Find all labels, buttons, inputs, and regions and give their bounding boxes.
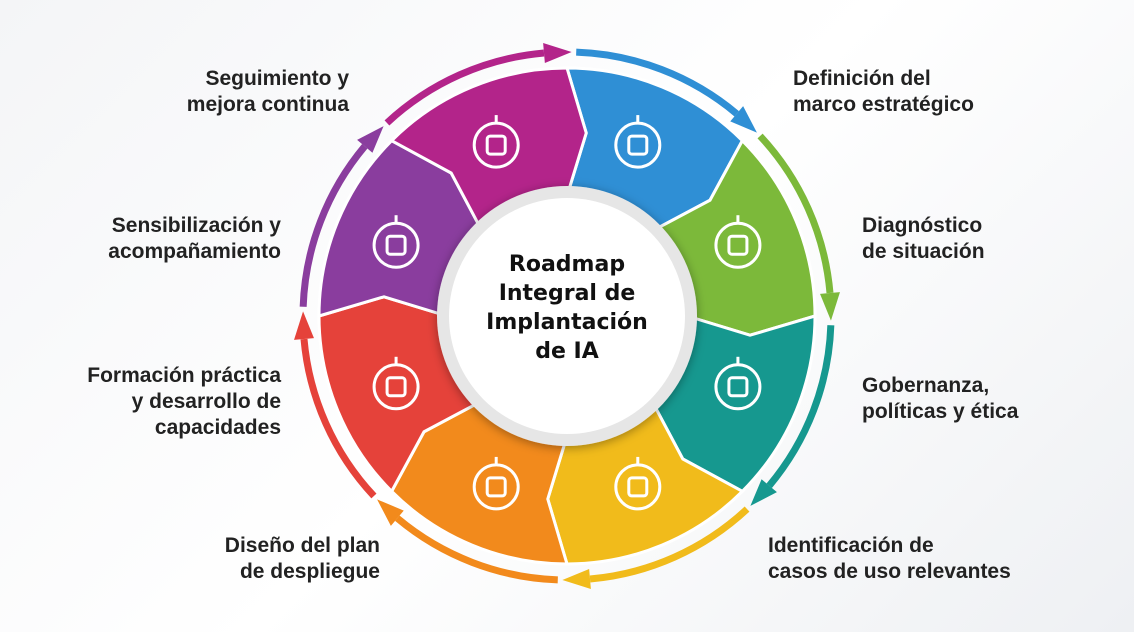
teacher-laptop-icon: [372, 356, 420, 411]
cycle-arrow-3: [766, 325, 835, 488]
center-circle: [449, 198, 685, 434]
step-label-7: Sensibilización y acompañamiento: [108, 214, 281, 263]
step-label-5: Diseño del plan de despliegue: [224, 534, 380, 583]
step-label-8: Seguimiento y mejora continua: [186, 67, 349, 116]
cycle-arrow-6: [300, 338, 377, 499]
clock-growth-icon: [472, 115, 520, 169]
rocket-blueprint-icon: [472, 456, 520, 511]
step-label-2: Diagnóstico de situación: [862, 214, 985, 263]
arrowhead-2: [820, 292, 840, 321]
cycle-arrow-8: [384, 49, 545, 126]
cycle-arrow-7: [299, 144, 368, 307]
cycle-arrow-5: [395, 515, 558, 584]
arrowhead-4: [562, 569, 591, 589]
cycle-arrow-1: [576, 48, 739, 117]
arrowhead-6: [294, 311, 314, 340]
arrowhead-1: [730, 106, 757, 133]
arrowhead-8: [543, 43, 572, 63]
compass-target-icon: [614, 115, 662, 169]
step-label-3: Gobernanza, políticas y ética: [862, 374, 1019, 423]
step-label-1: Definición del marco estratégico: [793, 67, 974, 116]
scales-document-icon: [714, 356, 762, 411]
arrowhead-5: [377, 499, 404, 526]
center-title: Roadmap Integral de Implantación de IA: [486, 252, 648, 364]
microphone-handshake-icon: [372, 215, 420, 269]
cycle-arrow-4: [589, 506, 750, 583]
arrowhead-3: [750, 479, 777, 506]
cycle-arrow-2: [757, 133, 834, 294]
step-label-6: Formación práctica y desarrollo de capac…: [87, 364, 281, 439]
lightbulb-gear-icon: [614, 456, 662, 511]
step-label-4: Identificación de casos de uso relevante…: [768, 534, 1011, 583]
arrowhead-7: [357, 126, 384, 153]
map-magnifier-icon: [714, 215, 762, 269]
